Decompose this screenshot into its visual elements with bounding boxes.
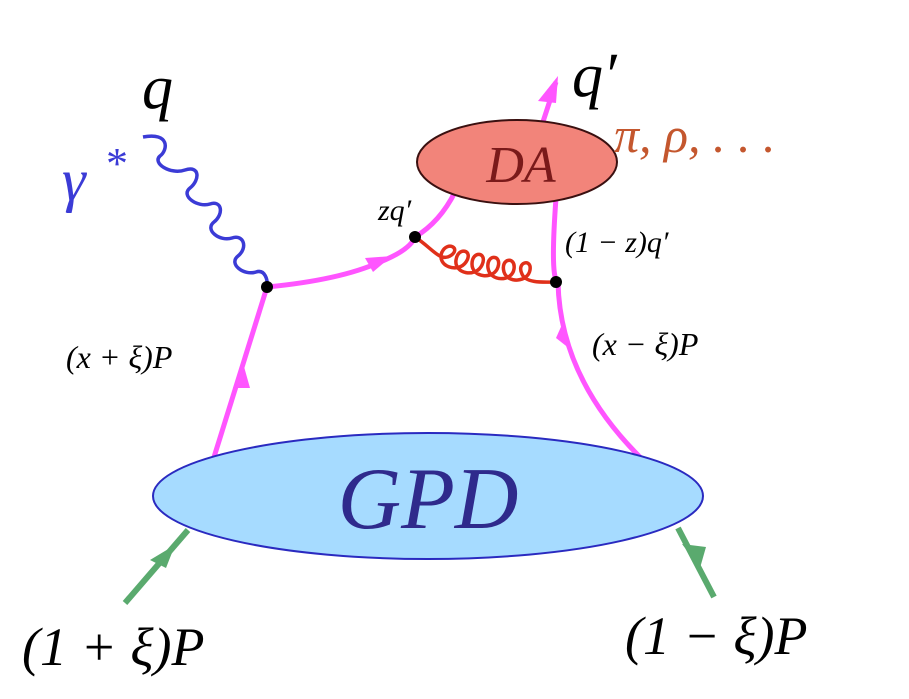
da-label: DA <box>485 137 556 194</box>
quark-arrow-left <box>233 363 250 388</box>
label-one-minus-z-q: (1 − z)q′ <box>565 226 669 259</box>
vertex-quark-gluon-left <box>409 231 421 243</box>
gpd-blob <box>152 432 704 560</box>
label-x-minus-xi-P: (x − ξ)P <box>592 326 698 362</box>
incoming-hadron-arrow <box>150 545 175 568</box>
quark-line-to-da <box>266 190 458 290</box>
label-x-plus-xi-P: (x + ξ)P <box>66 339 172 375</box>
label-q: q <box>142 54 173 122</box>
da-blob <box>416 119 618 205</box>
incoming-hadron-line <box>122 528 191 605</box>
outgoing-hadron-arrow <box>682 544 706 568</box>
label-one-minus-xi-P: (1 − ξ)P <box>625 606 808 666</box>
gluon-line <box>414 235 557 284</box>
label-q-prime: q′ <box>572 42 618 110</box>
label-gamma-star: * <box>106 139 128 188</box>
label-zq: zq′ <box>377 194 412 227</box>
meson-arrow <box>538 76 558 103</box>
photon-line <box>142 134 269 288</box>
quark-line-right <box>550 197 647 464</box>
gpd-label: GPD <box>338 451 519 548</box>
quark-arrow-right <box>556 320 570 349</box>
label-one-plus-xi-P: (1 + ξ)P <box>22 617 205 677</box>
label-mesons: π, ρ, . . . <box>614 107 776 163</box>
label-gamma: γ <box>62 147 87 213</box>
vertex-photon <box>261 281 273 293</box>
quark-arrow-mid <box>365 256 392 272</box>
vertex-quark-gluon-right <box>550 276 562 288</box>
